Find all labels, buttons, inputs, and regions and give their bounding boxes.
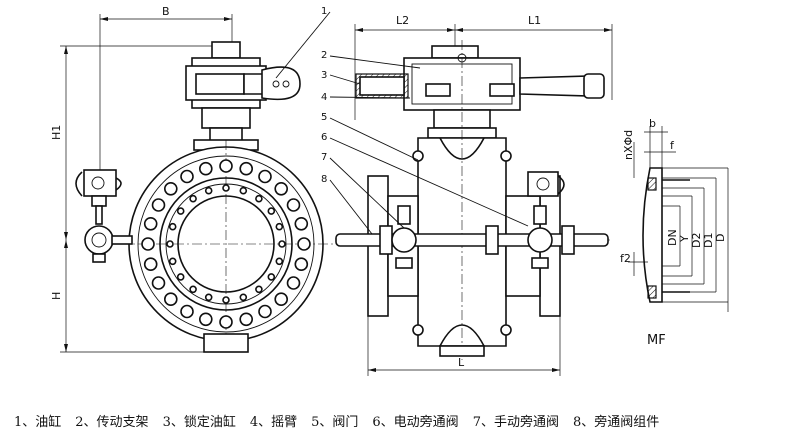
dim-b-detail-label: b bbox=[649, 117, 656, 130]
flange-bolt bbox=[143, 217, 158, 231]
flange-hole bbox=[204, 293, 213, 302]
legend-item-electric-bypass-valve: 6、电动旁通阀 bbox=[372, 415, 459, 430]
flange-hole bbox=[278, 240, 286, 248]
flange-bolt bbox=[258, 304, 272, 319]
flange-hole bbox=[267, 273, 276, 281]
flange-hole bbox=[189, 285, 197, 294]
flange-hole bbox=[168, 222, 177, 231]
flange-hole bbox=[176, 273, 185, 281]
flange-hole bbox=[176, 207, 185, 215]
flange-hole bbox=[239, 186, 248, 195]
flange-bolt bbox=[219, 315, 233, 329]
outer-bolt-ring bbox=[141, 159, 311, 329]
flange-hole bbox=[166, 240, 174, 248]
flange-bolt bbox=[297, 237, 311, 251]
flange-hole bbox=[267, 207, 276, 215]
flange-hole bbox=[222, 184, 230, 192]
flange-bolt bbox=[239, 161, 253, 176]
flange-bolt bbox=[286, 276, 301, 290]
callout-3: 3 bbox=[321, 70, 327, 81]
flange-hole bbox=[222, 296, 230, 304]
legend-item-drive-bracket: 2、传动支架 bbox=[75, 415, 149, 430]
dim-d2-label: D2 bbox=[690, 233, 703, 248]
legend-item-bypass-valve-assembly: 8、旁通阀组件 bbox=[572, 415, 660, 430]
flange-bolt bbox=[143, 257, 158, 272]
flange-bolt bbox=[151, 198, 166, 212]
callout-2: 2 bbox=[321, 50, 327, 61]
legend-item-valve: 5、阀门 bbox=[311, 415, 359, 430]
flange-hole bbox=[255, 194, 263, 203]
dim-h-label: H bbox=[50, 292, 63, 300]
dim-dn-label: DN bbox=[666, 229, 679, 246]
flange-bolt bbox=[180, 304, 194, 319]
dim-d1-label: D1 bbox=[702, 233, 715, 248]
flange-bolt bbox=[286, 198, 301, 212]
flange-hole bbox=[275, 257, 284, 266]
flange-hole bbox=[168, 257, 177, 266]
front-view: B H1 H bbox=[50, 5, 334, 353]
valve-technical-drawing: B H1 H bbox=[50, 5, 729, 376]
dim-h1-label: H1 bbox=[50, 125, 63, 140]
flange-bolt bbox=[219, 159, 233, 173]
flange-bolt bbox=[258, 169, 272, 184]
dim-y-label: Y bbox=[678, 235, 691, 243]
parts-legend: 1、油缸 2、传动支架 3、锁定油缸 4、摇臂 5、阀门 6、电动旁通阀 7、手… bbox=[14, 411, 794, 431]
legend-item-oil-cylinder: 1、油缸 bbox=[14, 415, 62, 430]
legend-item-lock-cylinder: 3、锁定油缸 bbox=[162, 415, 236, 430]
flange-bolt bbox=[164, 182, 178, 196]
flange-bolt bbox=[164, 292, 178, 307]
mf-detail-view: D D1 D2 Y DN b f nXΦd f2 MF bbox=[620, 117, 729, 348]
detail-label: MF bbox=[647, 333, 666, 348]
flange-hole bbox=[204, 186, 213, 195]
flange-bolt bbox=[274, 292, 289, 307]
flange-hole bbox=[255, 285, 263, 294]
flange-bolt bbox=[239, 312, 253, 327]
side-view: L2 L1 bbox=[275, 6, 613, 376]
flange-bolt bbox=[274, 182, 289, 196]
dim-b-label: B bbox=[162, 5, 170, 18]
dim-nxd-label: nXΦd bbox=[622, 130, 635, 160]
legend-item-rocker-arm: 4、摇臂 bbox=[249, 415, 298, 430]
flange-bolt bbox=[294, 257, 309, 272]
flange-hole bbox=[239, 293, 248, 302]
dim-f-label: f bbox=[670, 139, 675, 152]
callout-8: 8 bbox=[321, 174, 327, 185]
inner-bolt-ring bbox=[166, 184, 286, 304]
flange-bolt bbox=[180, 169, 194, 184]
dim-l2-label: L2 bbox=[396, 14, 409, 27]
callout-6: 6 bbox=[321, 132, 327, 143]
dim-f2-label: f2 bbox=[620, 252, 631, 265]
callout-4: 4 bbox=[321, 92, 327, 103]
dim-d-label: D bbox=[714, 234, 727, 242]
flange-hole bbox=[275, 222, 284, 231]
flange-hole bbox=[189, 194, 197, 203]
dim-l-label: L bbox=[458, 356, 465, 369]
flange-bolt bbox=[199, 161, 213, 176]
flange-bolt bbox=[151, 276, 166, 290]
flange-bolt bbox=[294, 217, 309, 231]
callout-5: 5 bbox=[321, 112, 327, 123]
callout-7: 7 bbox=[321, 152, 327, 163]
legend-item-manual-bypass-valve: 7、手动旁通阀 bbox=[472, 415, 559, 430]
dim-l1-label: L1 bbox=[528, 14, 541, 27]
flange-bolt bbox=[199, 312, 213, 327]
callout-1: 1 bbox=[321, 6, 327, 17]
flange-bolt bbox=[141, 237, 155, 251]
